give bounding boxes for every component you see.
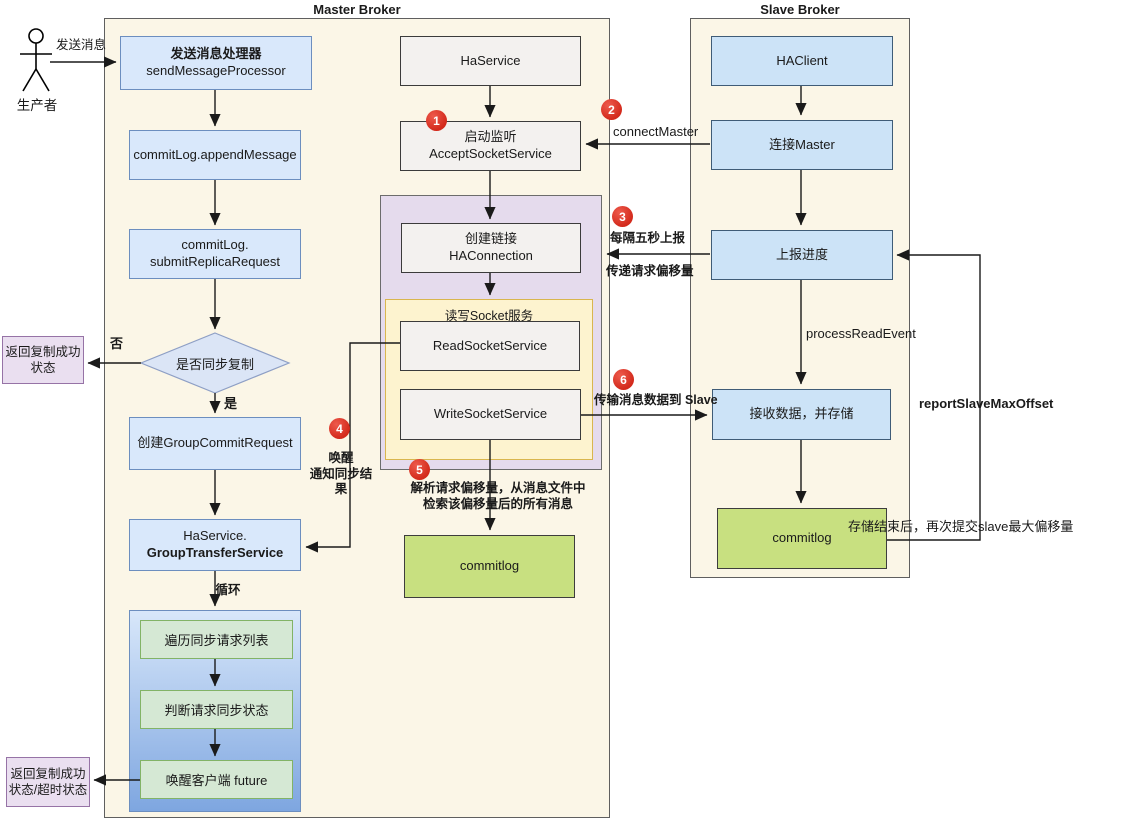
- node-connect-master: 连接Master: [711, 120, 893, 170]
- node-line: commitlog: [459, 558, 520, 574]
- wake-notify-line2: 通知同步结: [309, 466, 373, 481]
- wake-notify-label: 唤醒 通知同步结 果: [303, 451, 379, 498]
- node-line: HaService: [460, 52, 521, 68]
- step-badge-3: 3: [612, 206, 633, 227]
- node-return-success-timeout: 返回复制成功 状态/超时状态: [6, 757, 90, 807]
- node-line: ReadSocketService: [432, 337, 548, 353]
- node-accept-socket-service: 启动监听 AcceptSocketService: [400, 121, 581, 171]
- node-ha-connection: 创建链接 HAConnection: [401, 223, 581, 273]
- node-line: 状态/超时状态: [8, 783, 88, 797]
- report-slave-max-offset-label: reportSlaveMaxOffset: [919, 396, 1054, 411]
- actor-icon: [20, 28, 52, 92]
- node-create-group-commit-request: 创建GroupCommitRequest: [129, 417, 301, 470]
- slave-broker-title: Slave Broker: [760, 2, 840, 17]
- node-line: commitlog: [772, 530, 832, 546]
- loop-step-2: 判断请求同步状态: [140, 690, 293, 729]
- node-line: 启动监听: [464, 129, 517, 145]
- node-decision-sync-replication: 是否同步复制: [175, 356, 254, 372]
- wake-notify-line3: 果: [334, 482, 348, 497]
- loop-step-3: 唤醒客户端 future: [140, 760, 293, 799]
- node-line: HaService.: [183, 528, 247, 544]
- step-badge-4: 4: [329, 418, 350, 439]
- node-line: 发送消息处理器: [170, 46, 262, 62]
- node-line: HAClient: [776, 52, 828, 68]
- node-line: GroupTransferService: [146, 545, 284, 560]
- slave-broker-container: [690, 18, 910, 578]
- node-line: commitLog.: [181, 237, 249, 253]
- node-ha-client: HAClient: [711, 36, 893, 86]
- node-append-message: commitLog.appendMessage: [129, 130, 301, 180]
- parse-offset-line1: 解析请求偏移量，从消息文件中: [410, 481, 586, 495]
- step-badge-2: 2: [601, 99, 622, 120]
- step-badge-6: 6: [613, 369, 634, 390]
- node-line: 状态: [30, 361, 56, 375]
- node-master-commitlog: commitlog: [404, 535, 575, 598]
- every-five-seconds-label: 每隔五秒上报: [610, 231, 686, 245]
- parse-offset-line2: 检索该偏移量后的所有消息: [422, 496, 573, 511]
- node-group-transfer-service: HaService. GroupTransferService: [129, 519, 301, 571]
- node-read-socket-service: ReadSocketService: [400, 321, 580, 371]
- node-return-success: 返回复制成功 状态: [2, 336, 84, 384]
- node-slave-commitlog: commitlog: [717, 508, 887, 569]
- node-line: 创建GroupCommitRequest: [137, 435, 293, 451]
- node-submit-replica-request: commitLog. submitReplicaRequest: [129, 229, 301, 279]
- node-send-message-processor: 发送消息处理器 sendMessageProcessor: [120, 36, 312, 90]
- store-finished-label: 存储结束后，再次提交slave最大偏移量: [848, 519, 1074, 534]
- send-message-label: 发送消息: [56, 38, 107, 52]
- node-line: 连接Master: [769, 136, 835, 152]
- node-line: 上报进度: [775, 246, 828, 262]
- node-line: sendMessageProcessor: [146, 63, 286, 78]
- node-receive-and-store: 接收数据，并存储: [712, 389, 891, 440]
- node-line: 返回复制成功: [5, 344, 81, 359]
- node-line: 创建链接: [464, 231, 517, 247]
- node-report-progress: 上报进度: [711, 230, 893, 280]
- pass-request-offset-label: 传递请求偏移量: [606, 264, 694, 278]
- node-line: WriteSocketService: [433, 406, 548, 422]
- process-read-event-label: processReadEvent: [806, 326, 916, 341]
- parse-offset-label: 解析请求偏移量，从消息文件中 检索该偏移量后的所有消息: [393, 481, 603, 512]
- loop-label: 循环: [215, 583, 241, 597]
- master-broker-title: Master Broker: [313, 2, 401, 17]
- step-badge-1: 1: [426, 110, 447, 131]
- node-line: HAConnection: [449, 248, 533, 263]
- node-line: 接收数据，并存储: [749, 406, 854, 422]
- decision-yes-label: 是: [224, 396, 238, 411]
- node-line: commitLog.appendMessage: [133, 146, 297, 162]
- node-write-socket-service: WriteSocketService: [400, 389, 581, 440]
- decision-no-label: 否: [110, 336, 124, 351]
- step-badge-5: 5: [409, 459, 430, 480]
- node-line: submitReplicaRequest: [149, 254, 281, 269]
- wake-notify-line1: 唤醒: [328, 451, 354, 465]
- connect-master-label: connectMaster: [613, 124, 699, 139]
- loop-step-1: 遍历同步请求列表: [140, 620, 293, 659]
- transfer-to-slave-label: 传输消息数据到 Slave: [594, 393, 718, 407]
- socket-service-group-title: 读写Socket服务: [444, 309, 534, 323]
- actor-label: 生产者: [16, 98, 58, 113]
- node-ha-service: HaService: [400, 36, 581, 86]
- node-line: 返回复制成功: [10, 766, 86, 781]
- node-line: AcceptSocketService: [429, 146, 552, 161]
